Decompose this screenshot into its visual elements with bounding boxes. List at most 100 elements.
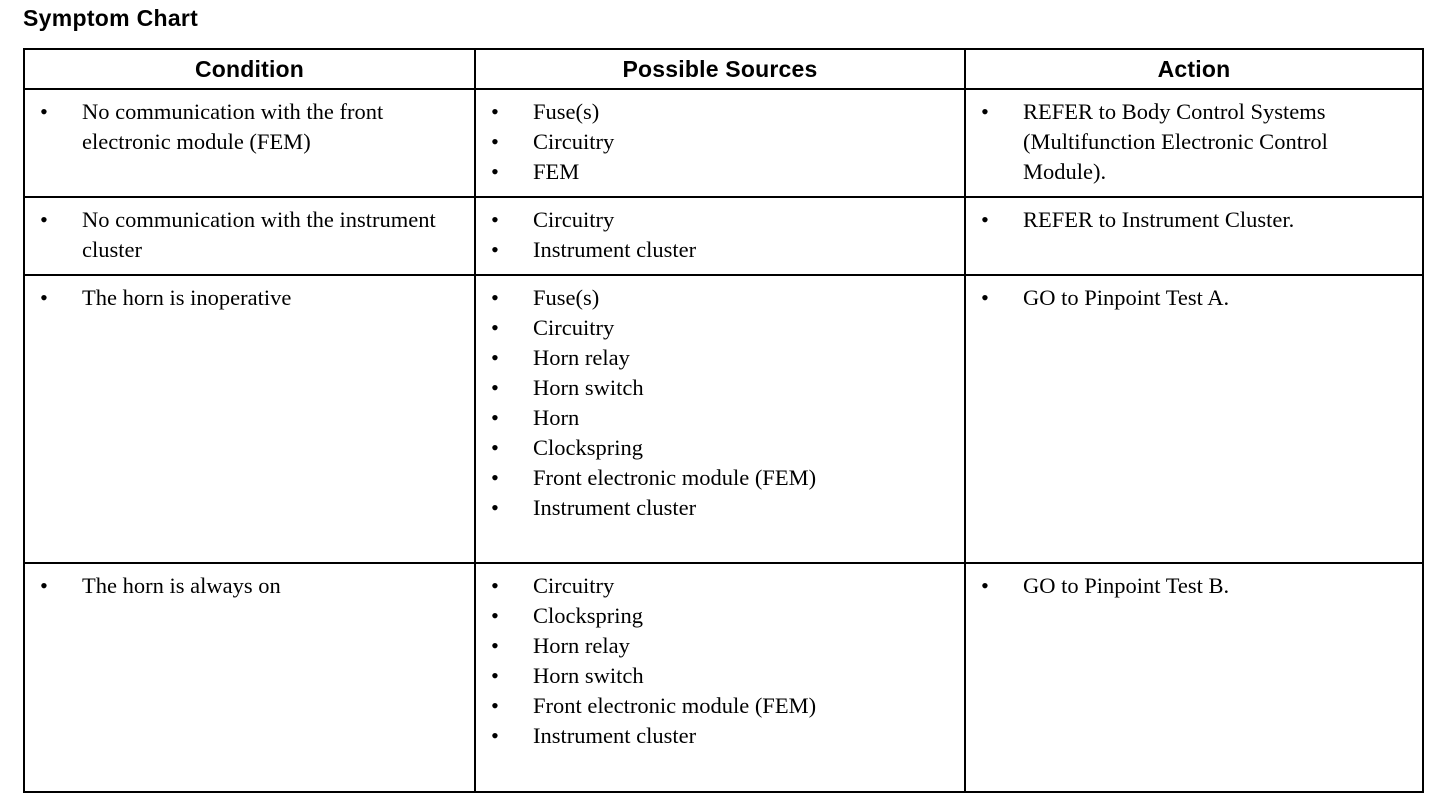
- bullet-icon: •: [40, 207, 48, 232]
- bullet-icon: •: [491, 345, 499, 370]
- table-row: •No communication with the front electro…: [23, 88, 1424, 198]
- list-item: • Horn switch: [491, 373, 956, 403]
- bullet-icon: •: [981, 207, 989, 232]
- list-item-label: Instrument cluster: [533, 495, 697, 520]
- list-item: •Instrument cluster: [491, 721, 956, 751]
- table-body: •No communication with the front electro…: [23, 88, 1424, 793]
- list-item: • Horn switch: [491, 661, 956, 691]
- bullet-icon: •: [491, 129, 499, 154]
- bullet-icon: •: [491, 693, 499, 718]
- list-item: • Instrument cluster: [491, 493, 956, 523]
- list-item: • GO to Pinpoint Test B.: [981, 571, 1414, 601]
- bullet-icon: •: [491, 495, 499, 520]
- bullet-icon: •: [40, 99, 48, 124]
- cell-action: • REFER to Instrument Cluster.: [964, 196, 1424, 276]
- bullet-icon: •: [491, 435, 499, 460]
- table-header: Condition Possible Sources Action: [23, 48, 1424, 90]
- list-item: • REFER to Instrument Cluster.: [981, 205, 1414, 235]
- list-item-label: Horn switch: [533, 375, 644, 400]
- list-item-label: Clockspring: [533, 435, 643, 460]
- list-item: • Fuse(s): [491, 97, 956, 127]
- action-list: • GO to Pinpoint Test B.: [966, 564, 1422, 610]
- cell-possible-sources: • Fuse(s) • Circuitry • Horn relay • Horn switc…: [474, 274, 966, 564]
- page-title: Symptom Chart: [23, 5, 199, 31]
- list-item-label: GO to Pinpoint Test A.: [1023, 285, 1230, 310]
- bullet-icon: •: [491, 465, 499, 490]
- list-item: • Front electronic module (FEM): [491, 463, 956, 493]
- list-item: • Circuitry: [491, 571, 956, 601]
- bullet-icon: •: [491, 159, 499, 184]
- table-row: • The horn is inoperative • Fuse(s) • Circuit…: [23, 274, 1424, 564]
- table-row: • No communication with the instrument cl…: [23, 196, 1424, 276]
- condition-list: •The horn is always on: [25, 564, 474, 610]
- list-item-label: Circuitry: [533, 207, 615, 232]
- bullet-icon: •: [491, 405, 499, 430]
- list-item-label: Fuse(s): [533, 285, 600, 310]
- cell-possible-sources: • Circuitry • Clockspring • Horn relay • Horn s…: [474, 562, 966, 793]
- list-item-label: Horn relay: [533, 345, 630, 370]
- list-item-label: FEM: [533, 159, 580, 184]
- condition-list: • The horn is inoperative: [25, 276, 474, 322]
- list-item-label: Horn relay: [533, 633, 630, 658]
- list-item-label: Front electronic module (FEM): [533, 465, 817, 490]
- bullet-icon: •: [491, 99, 499, 124]
- bullet-icon: •: [491, 723, 499, 748]
- cell-condition: •No communication with the front electro…: [23, 88, 476, 198]
- bullet-icon: •: [491, 207, 499, 232]
- list-item: • Clockspring: [491, 601, 956, 631]
- bullet-icon: •: [491, 603, 499, 628]
- possible-sources-list: • Fuse(s) • Circuitry • FEM: [476, 90, 964, 196]
- bullet-icon: •: [491, 315, 499, 340]
- condition-list: • No communication with the instrument cl…: [25, 198, 474, 274]
- list-item-label: No communication with the instrument clu…: [82, 207, 436, 262]
- bullet-icon: •: [491, 573, 499, 598]
- cell-condition: • No communication with the instrument cl…: [23, 196, 476, 276]
- possible-sources-list: • Circuitry • Clockspring • Horn relay • Horn s…: [476, 564, 964, 760]
- condition-list: •No communication with the front electro…: [25, 90, 474, 166]
- list-item-label: REFER to Instrument Cluster.: [1023, 207, 1295, 232]
- list-item-label: Clockspring: [533, 603, 643, 628]
- list-item: •Front electronic module (FEM): [491, 691, 956, 721]
- symptom-chart-table: Condition Possible Sources Action •No co…: [23, 48, 1424, 793]
- list-item-label: Circuitry: [533, 129, 615, 154]
- cell-action: •REFER to Body Control Systems (Multifun…: [964, 88, 1424, 198]
- list-item-label: Circuitry: [533, 315, 615, 340]
- bullet-icon: •: [491, 663, 499, 688]
- list-item: • The horn is inoperative: [40, 283, 466, 313]
- action-list: •REFER to Body Control Systems (Multifun…: [966, 90, 1422, 196]
- bullet-icon: •: [981, 285, 989, 310]
- bullet-icon: •: [491, 375, 499, 400]
- list-item: • Horn relay: [491, 631, 956, 661]
- action-list: • GO to Pinpoint Test A.: [966, 276, 1422, 322]
- cell-possible-sources: • Fuse(s) • Circuitry • FEM: [474, 88, 966, 198]
- bullet-icon: •: [40, 285, 48, 310]
- list-item-label: Circuitry: [533, 573, 615, 598]
- list-item-label: Instrument cluster: [533, 237, 697, 262]
- list-item: • Horn: [491, 403, 956, 433]
- list-item: • No communication with the instrument cl…: [40, 205, 466, 265]
- table-header-row: Condition Possible Sources Action: [23, 48, 1424, 90]
- list-item-label: Fuse(s): [533, 99, 600, 124]
- list-item-label: Horn switch: [533, 663, 644, 688]
- column-header-action: Action: [964, 48, 1424, 90]
- list-item: • GO to Pinpoint Test A.: [981, 283, 1414, 313]
- bullet-icon: •: [981, 99, 989, 124]
- list-item-label: GO to Pinpoint Test B.: [1023, 573, 1230, 598]
- bullet-icon: •: [981, 573, 989, 598]
- column-header-condition: Condition: [23, 48, 476, 90]
- column-header-possible-sources: Possible Sources: [474, 48, 966, 90]
- list-item: • FEM: [491, 157, 956, 187]
- cell-action: • GO to Pinpoint Test A.: [964, 274, 1424, 564]
- list-item: • Circuitry: [491, 313, 956, 343]
- bullet-icon: •: [491, 285, 499, 310]
- list-item: •No communication with the front electro…: [40, 97, 466, 157]
- cell-condition: •The horn is always on: [23, 562, 476, 793]
- table-row: •The horn is always on • Circuitry • Clocksp…: [23, 562, 1424, 793]
- list-item: • Clockspring: [491, 433, 956, 463]
- list-item: • Circuitry: [491, 205, 956, 235]
- list-item-label: The horn is inoperative: [82, 285, 292, 310]
- list-item-label: Horn: [533, 405, 580, 430]
- list-item: • Horn relay: [491, 343, 956, 373]
- possible-sources-list: • Fuse(s) • Circuitry • Horn relay • Horn switc…: [476, 276, 964, 532]
- bullet-icon: •: [491, 633, 499, 658]
